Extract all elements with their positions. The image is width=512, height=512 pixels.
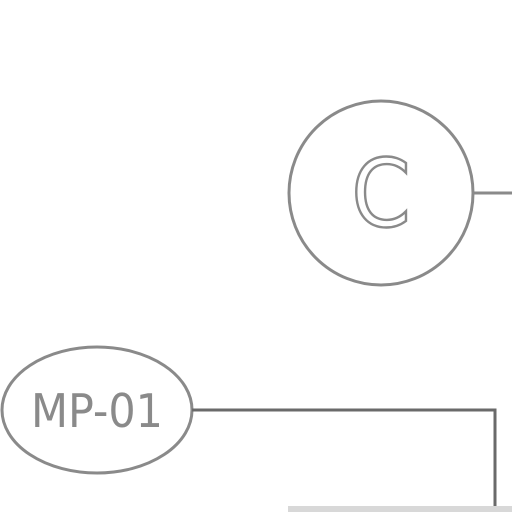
edge-band xyxy=(288,506,512,512)
grid-bubble-label: C xyxy=(351,140,410,249)
leader-line xyxy=(192,408,497,512)
tag-label: MP-01 xyxy=(31,384,163,438)
equipment-tag: MP-01 xyxy=(0,345,194,475)
grid-bubble: C xyxy=(287,99,512,287)
